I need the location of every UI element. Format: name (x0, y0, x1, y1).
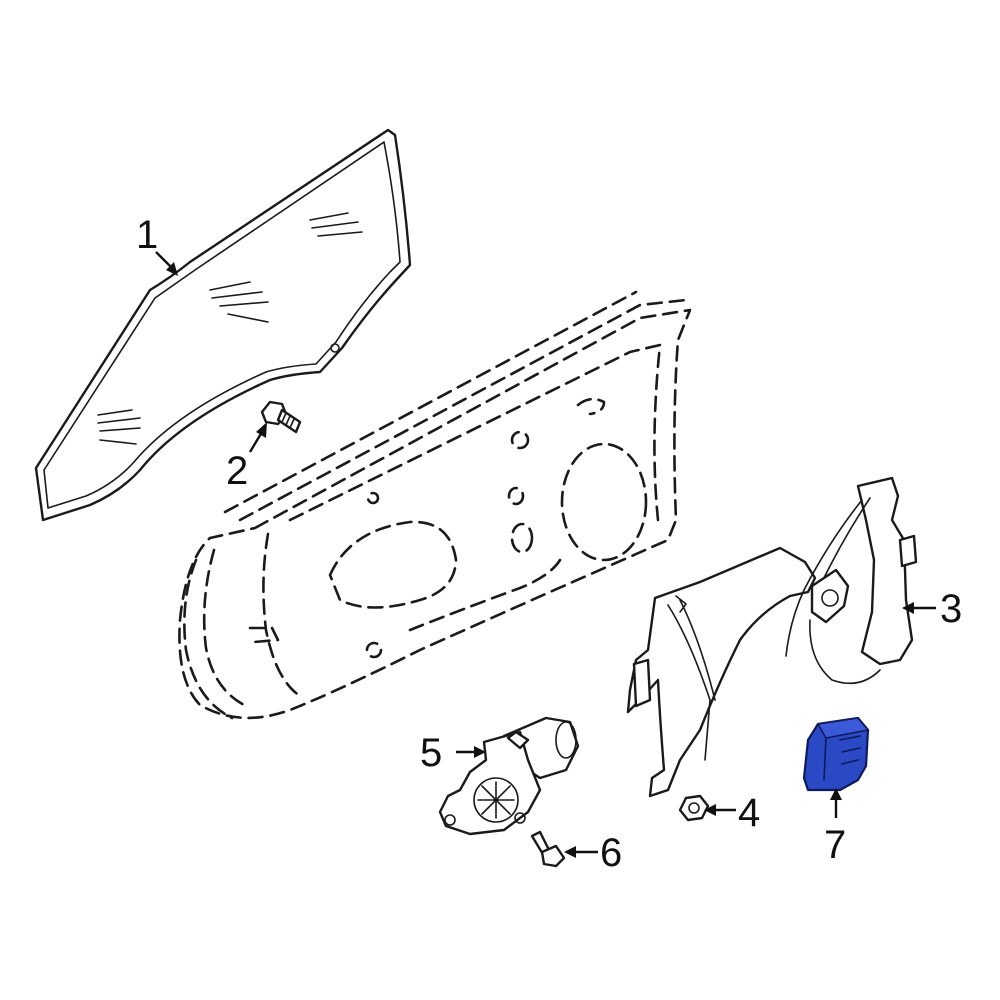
callout-1-label: 1 (136, 213, 158, 257)
callout-7-label: 7 (824, 823, 846, 867)
window-control-module-part[interactable] (802, 716, 870, 792)
callout-4-label: 4 (738, 791, 760, 835)
nut-part[interactable] (678, 794, 710, 822)
regulator-motor-part[interactable] (438, 716, 580, 836)
callout-5-label: 5 (420, 731, 442, 775)
callout-2-label: 2 (226, 449, 248, 493)
glass-bolt-part[interactable] (260, 400, 302, 434)
motor-bolt-part[interactable] (530, 830, 566, 868)
leader-lines (155, 251, 936, 858)
window-regulator-part[interactable] (626, 476, 918, 798)
door-shell-outline (178, 290, 692, 720)
door-glass-part[interactable] (34, 128, 412, 522)
callout-3-label: 3 (940, 587, 962, 631)
callout-6-label: 6 (600, 831, 622, 875)
